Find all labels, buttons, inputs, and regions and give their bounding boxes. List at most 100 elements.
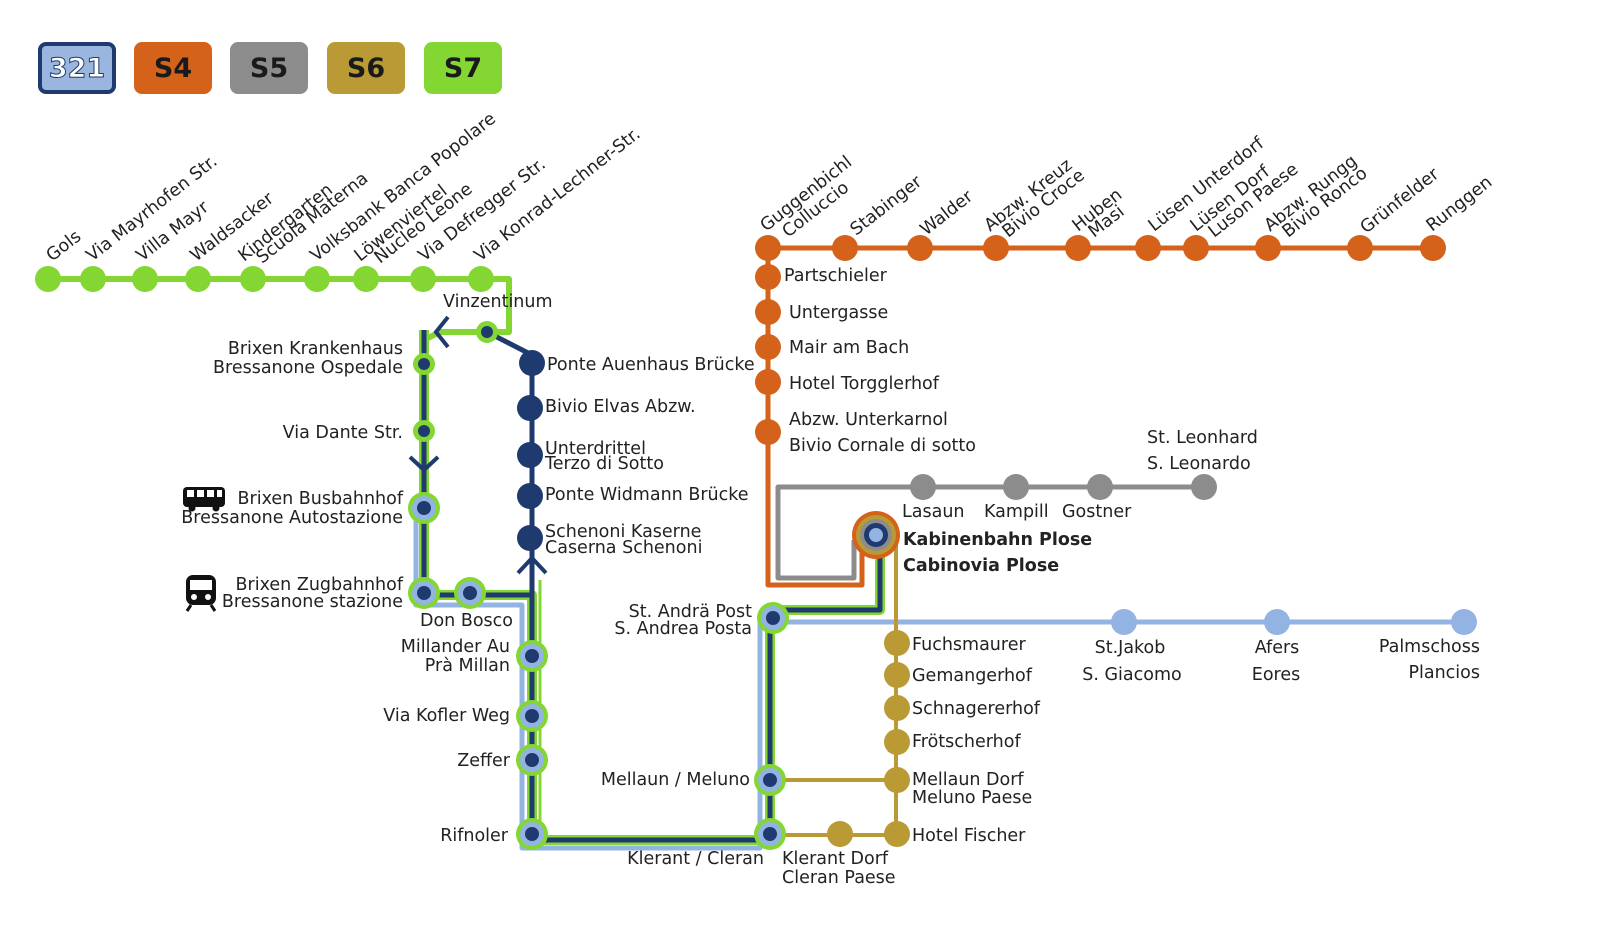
stop-gostner[interactable] bbox=[1087, 474, 1113, 500]
legend-button-s4[interactable]: S4 bbox=[134, 42, 212, 94]
legend-button-s5[interactable]: S5 bbox=[230, 42, 308, 94]
stop-unterdrittel[interactable] bbox=[517, 442, 543, 468]
stop-zeffer-core[interactable] bbox=[525, 753, 539, 767]
stop-vinzentinum-core[interactable] bbox=[481, 326, 493, 338]
stop-via-mayrhofen[interactable] bbox=[80, 266, 106, 292]
label-millander-2: Prà Millan bbox=[425, 656, 510, 676]
stop-abzw-unterkarnol[interactable] bbox=[755, 419, 781, 445]
label-mellaun-dorf-1: Mellaun Dorf bbox=[912, 770, 1024, 790]
label-froetscherhof: Frötscherhof bbox=[912, 732, 1021, 752]
label-busbahnhof-1: Brixen Busbahnhof bbox=[238, 489, 404, 509]
label-ponte-auenhaus: Ponte Auenhaus Brücke bbox=[547, 355, 755, 375]
stop-untergasse[interactable] bbox=[755, 299, 781, 325]
label-hotel-fischer: Hotel Fischer bbox=[912, 826, 1026, 846]
stop-loewenviertel[interactable] bbox=[353, 266, 379, 292]
stop-lasaun[interactable] bbox=[910, 474, 936, 500]
label-st-jakob-1: St.Jakob bbox=[1095, 638, 1166, 658]
label-mellaun-dorf-2: Meluno Paese bbox=[912, 788, 1032, 808]
stop-klerant-dorf[interactable] bbox=[827, 821, 853, 847]
stop-waldsacker[interactable] bbox=[185, 266, 211, 292]
train-icon bbox=[185, 575, 217, 612]
label-ponte-widmann: Ponte Widmann Brücke bbox=[545, 485, 749, 505]
stop-gols[interactable] bbox=[35, 266, 61, 292]
label-abzw-unterkarnol-2: Bivio Cornale di sotto bbox=[789, 436, 976, 456]
stop-villa-mayr[interactable] bbox=[132, 266, 158, 292]
label-rifnoler: Rifnoler bbox=[440, 826, 509, 846]
label-mair-am-bach: Mair am Bach bbox=[789, 338, 909, 358]
stop-busbahnhof-core[interactable] bbox=[417, 501, 431, 515]
label-zugbahnhof-2: Bressanone stazione bbox=[222, 592, 403, 612]
stop-schnagererhof[interactable] bbox=[884, 695, 910, 721]
legend-button-321[interactable]: 321 bbox=[38, 42, 116, 94]
stop-ponte-widmann[interactable] bbox=[517, 483, 543, 509]
stop-zugbahnhof-core[interactable] bbox=[417, 586, 431, 600]
stop-huben[interactable] bbox=[1065, 235, 1091, 261]
label-millander-1: Millander Au bbox=[401, 637, 510, 657]
stop-bivio-elvas[interactable] bbox=[517, 395, 543, 421]
stop-st-jakob[interactable] bbox=[1111, 609, 1137, 635]
stop-st-andrae-core[interactable] bbox=[766, 611, 780, 625]
stop-hotel-fischer[interactable] bbox=[884, 821, 910, 847]
stop-guggenbichl[interactable] bbox=[755, 235, 781, 261]
stop-rifnoler-core[interactable] bbox=[525, 827, 539, 841]
stop-don-bosco-core[interactable] bbox=[463, 586, 477, 600]
stop-mair-am-bach[interactable] bbox=[755, 334, 781, 360]
label-schnagererhof: Schnagererhof bbox=[912, 699, 1041, 719]
label-st-andrae-2: S. Andrea Posta bbox=[614, 619, 752, 639]
stop-abzw-kreuz[interactable] bbox=[983, 235, 1009, 261]
label-krankenhaus-1: Brixen Krankenhaus bbox=[228, 339, 403, 359]
label-hotel-torgglerhof: Hotel Torgglerhof bbox=[789, 374, 940, 394]
legend-button-s6[interactable]: S6 bbox=[327, 42, 405, 94]
stop-kabinenbahn-core[interactable] bbox=[869, 528, 883, 542]
label-st-leonhard-1: St. Leonhard bbox=[1147, 428, 1258, 448]
legend-button-s7[interactable]: S7 bbox=[424, 42, 502, 94]
stop-kampill[interactable] bbox=[1003, 474, 1029, 500]
label-don-bosco: Don Bosco bbox=[420, 611, 513, 631]
stop-klerant-core[interactable] bbox=[763, 827, 777, 841]
stop-kindergarten[interactable] bbox=[240, 266, 266, 292]
label-palmschoss-2: Plancios bbox=[1408, 663, 1480, 683]
stops bbox=[35, 235, 1477, 850]
stop-ponte-auenhaus[interactable] bbox=[519, 350, 545, 376]
stop-gemangerhof[interactable] bbox=[884, 662, 910, 688]
label-fuchsmaurer: Fuchsmaurer bbox=[912, 635, 1026, 655]
stop-runggen[interactable] bbox=[1420, 235, 1446, 261]
stop-via-konrad[interactable] bbox=[468, 266, 494, 292]
stop-afers[interactable] bbox=[1264, 609, 1290, 635]
stop-via-kofler-core[interactable] bbox=[525, 709, 539, 723]
stop-fuchsmaurer[interactable] bbox=[884, 630, 910, 656]
label-stabinger: Stabinger bbox=[847, 171, 927, 239]
stop-froetscherhof[interactable] bbox=[884, 729, 910, 755]
stop-abzw-rungg[interactable] bbox=[1255, 235, 1281, 261]
stop-hotel-torgglerhof[interactable] bbox=[755, 369, 781, 395]
stop-palmschoss[interactable] bbox=[1451, 609, 1477, 635]
stop-krankenhaus-core[interactable] bbox=[418, 358, 430, 370]
label-palmschoss-1: Palmschoss bbox=[1379, 637, 1480, 657]
stop-luesen-dorf[interactable] bbox=[1183, 235, 1209, 261]
stop-via-dante-core[interactable] bbox=[418, 425, 430, 437]
label-partschieler: Partschieler bbox=[784, 266, 888, 286]
stop-millander-core[interactable] bbox=[525, 649, 539, 663]
direction-arrow-icon bbox=[408, 315, 548, 575]
label-krankenhaus-2: Bressanone Ospedale bbox=[213, 358, 403, 378]
route-lines bbox=[48, 245, 1464, 851]
label-schenoni-2: Caserna Schenoni bbox=[545, 538, 702, 558]
stop-luesen-unterdorf[interactable] bbox=[1135, 235, 1161, 261]
label-afers-2: Eores bbox=[1252, 665, 1300, 685]
stop-st-leonhard[interactable] bbox=[1191, 474, 1217, 500]
stop-schenoni[interactable] bbox=[517, 525, 543, 551]
stop-gruenfelder[interactable] bbox=[1347, 235, 1373, 261]
stop-stabinger[interactable] bbox=[832, 235, 858, 261]
label-gostner: Gostner bbox=[1062, 502, 1132, 522]
label-klerant-dorf-1: Klerant Dorf bbox=[782, 849, 889, 869]
label-untergasse: Untergasse bbox=[789, 303, 888, 323]
label-klerant-dorf-2: Cleran Paese bbox=[782, 868, 896, 888]
stop-via-defregger[interactable] bbox=[410, 266, 436, 292]
stop-mellaun-dorf[interactable] bbox=[884, 767, 910, 793]
bus-icon bbox=[183, 487, 225, 512]
stop-walder[interactable] bbox=[907, 235, 933, 261]
label-via-kofler: Via Kofler Weg bbox=[383, 706, 510, 726]
stop-volksbank[interactable] bbox=[304, 266, 330, 292]
stop-partschieler[interactable] bbox=[755, 264, 781, 290]
stop-mellaun-core[interactable] bbox=[763, 773, 777, 787]
